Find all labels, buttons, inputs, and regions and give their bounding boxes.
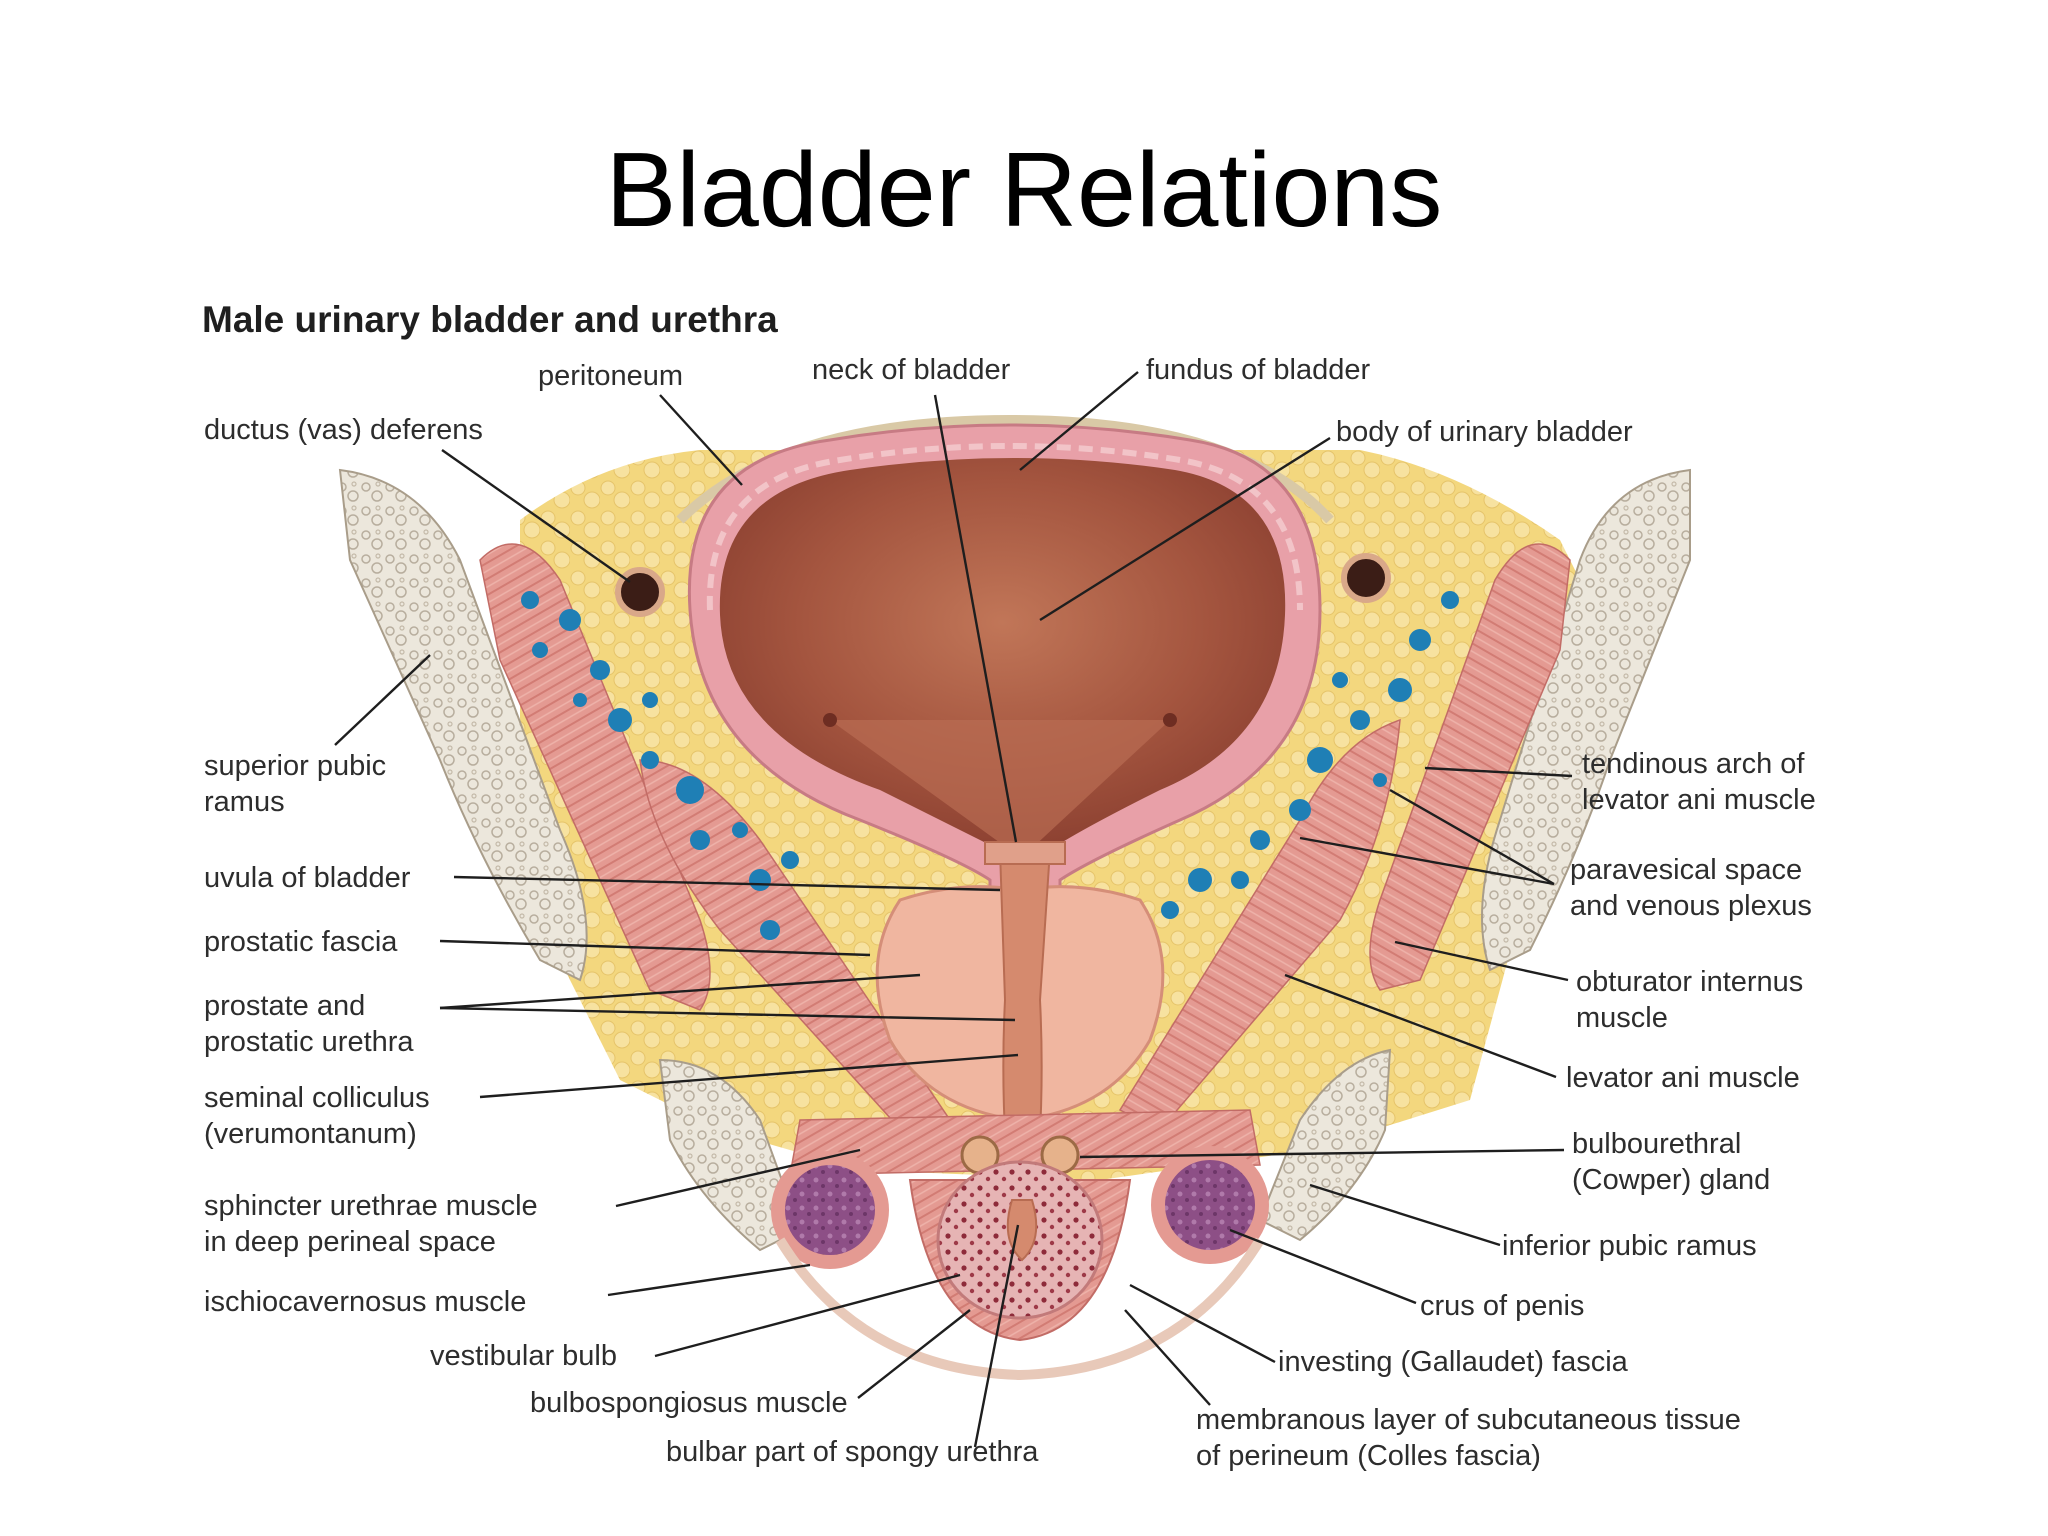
sphincter-urethrae <box>789 1109 1261 1176</box>
label-ischiocavernosus: ischiocavernosus muscle <box>204 1286 527 1318</box>
left-ureteric-orifice <box>823 713 837 727</box>
label-inferior-pubic-ramus: inferior pubic ramus <box>1502 1230 1757 1262</box>
label-colles-fascia-2: of perineum (Colles fascia) <box>1196 1440 1541 1472</box>
label-sphincter-urethrae-1: sphincter urethrae muscle <box>204 1190 538 1222</box>
slide-title: Bladder Relations <box>605 131 1443 249</box>
right-levator-ani <box>1118 718 1401 1131</box>
label-crus-of-penis: crus of penis <box>1420 1290 1585 1322</box>
bladder-wall-inner-ring <box>706 443 1303 611</box>
label-sphincter-urethrae-2: in deep perineal space <box>204 1226 496 1258</box>
leader-lines <box>334 371 1573 1448</box>
label-bulbospongiosus: bulbospongiosus muscle <box>530 1387 848 1419</box>
label-colles-fascia-1: membranous layer of subcutaneous tissue <box>1196 1404 1741 1436</box>
label-paravesical-2: and venous plexus <box>1570 890 1812 922</box>
right-inferior-pubic-ramus <box>1258 1048 1392 1242</box>
label-investing-fascia: investing (Gallaudet) fascia <box>1278 1346 1628 1378</box>
label-uvula-of-bladder: uvula of bladder <box>204 862 411 894</box>
label-bulbourethral-1: bulbourethral <box>1572 1128 1742 1160</box>
label-seminal-colliculus-2: (verumontanum) <box>204 1118 417 1150</box>
bladder-neck <box>984 841 1066 865</box>
label-ductus-deferens: ductus (vas) deferens <box>204 414 483 446</box>
label-neck-of-bladder: neck of bladder <box>812 354 1011 386</box>
right-superior-pubic-ramus <box>1481 468 1691 972</box>
label-obturator-internus-2: muscle <box>1576 1002 1668 1034</box>
left-crus-of-penis <box>771 1151 889 1269</box>
label-seminal-colliculus-1: seminal colliculus <box>204 1082 430 1114</box>
label-obturator-internus-1: obturator internus <box>1576 966 1804 998</box>
left-obturator-internus <box>479 543 711 1011</box>
figure-title: Male urinary bladder and urethra <box>202 299 778 340</box>
right-ureteric-orifice <box>1163 713 1177 727</box>
right-crus-of-penis <box>1151 1146 1269 1264</box>
colles-fascia <box>775 1237 1265 1381</box>
label-fundus-of-bladder: fundus of bladder <box>1146 354 1371 386</box>
left-superior-pubic-ramus <box>338 468 588 982</box>
label-prostate-2: prostatic urethra <box>204 1026 414 1058</box>
label-tendinous-arch-2: levator ani muscle <box>1582 784 1816 816</box>
label-bulbourethral-2: (Cowper) gland <box>1572 1164 1771 1196</box>
label-superior-pubic-ramus-2: ramus <box>204 786 285 818</box>
left-ductus-deferens <box>615 567 665 617</box>
label-vestibular-bulb: vestibular bulb <box>430 1340 617 1372</box>
venous-plexus <box>521 591 1459 940</box>
right-ductus-deferens <box>1341 553 1391 603</box>
label-prostatic-fascia: prostatic fascia <box>204 926 398 958</box>
label-prostate-1: prostate and <box>204 990 366 1022</box>
label-peritoneum: peritoneum <box>538 360 684 392</box>
left-inferior-pubic-ramus <box>658 1058 802 1252</box>
right-obturator-internus <box>1369 543 1571 991</box>
label-levator-ani: levator ani muscle <box>1566 1062 1800 1094</box>
label-bulbar-urethra: bulbar part of spongy urethra <box>666 1436 1039 1468</box>
label-body-of-urinary-bladder: body of urinary bladder <box>1336 416 1633 448</box>
trigone <box>830 720 1170 850</box>
label-tendinous-arch-1: tendinous arch of <box>1582 748 1805 780</box>
label-paravesical-1: paravesical space <box>1570 854 1803 886</box>
label-superior-pubic-ramus-1: superior pubic <box>204 750 387 782</box>
